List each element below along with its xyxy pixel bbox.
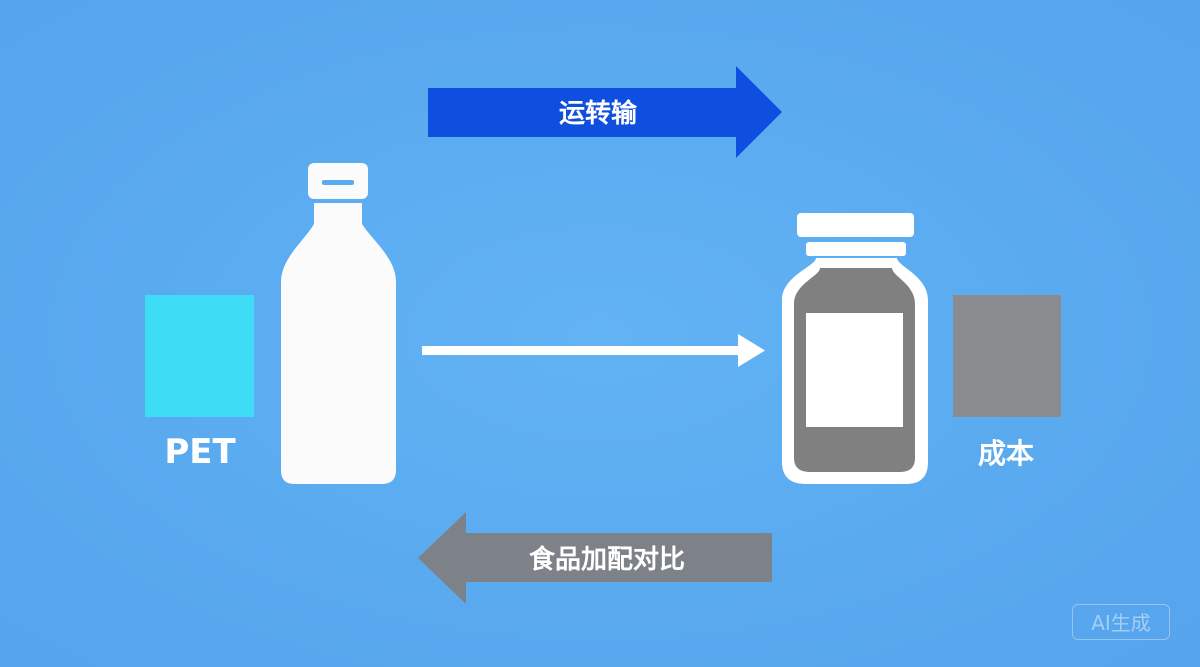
pet-color-swatch (145, 295, 254, 417)
middle-arrow (422, 334, 765, 367)
bottom-arrow-shape (418, 512, 772, 604)
bottom-arrow: 食品加配对比 (418, 512, 772, 604)
top-arrow-shape (428, 66, 782, 158)
bottle-cap-slot (322, 180, 354, 185)
top-arrow: 运转输 (428, 66, 782, 158)
middle-arrow-head (738, 334, 765, 367)
middle-arrow-shaft (422, 346, 744, 355)
jar-lid-top (797, 213, 914, 237)
bottle-body (281, 203, 396, 484)
cost-label: 成本 (978, 437, 1034, 470)
pet-label: PET (164, 432, 236, 472)
jar-lid-ring (806, 242, 906, 256)
plastic-bottle-icon (281, 163, 396, 484)
jar-label (806, 313, 903, 427)
cost-color-swatch (953, 295, 1061, 417)
ai-generated-watermark: AI生成 (1072, 604, 1170, 640)
glass-jar-icon (782, 213, 928, 484)
bottom-arrow-label: 食品加配对比 (529, 544, 685, 575)
top-arrow-label: 运转输 (559, 98, 638, 129)
